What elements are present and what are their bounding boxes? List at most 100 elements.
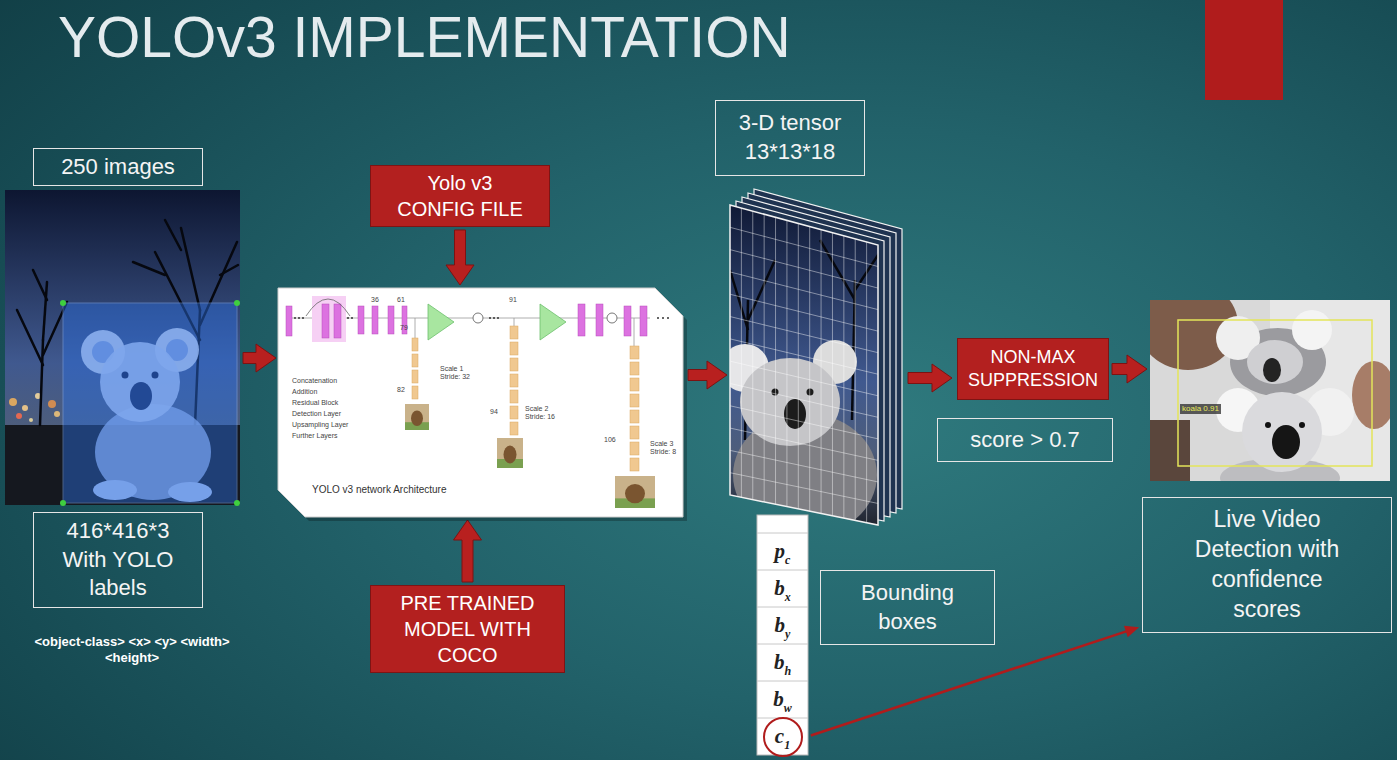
- accent-block: [1205, 0, 1283, 100]
- conv-layer: [322, 304, 329, 338]
- detection-layer: [630, 362, 639, 375]
- highlight-circle: [764, 718, 802, 756]
- grid-line: [752, 211, 753, 499]
- architecture-annotation: 94: [490, 408, 504, 416]
- conv-layer: [578, 304, 585, 336]
- label-handle: [60, 300, 66, 306]
- tree-branch: [165, 220, 181, 250]
- detection-layer: [510, 422, 518, 435]
- tree-branch: [33, 270, 47, 300]
- slide-title: YOLOv3 IMPLEMENTATION: [58, 6, 791, 69]
- grid-line: [730, 250, 878, 288]
- koala-nose: [1272, 425, 1300, 459]
- box-text: koala 0.91: [1180, 404, 1221, 414]
- caption-box: Bounding boxes: [820, 570, 995, 645]
- grid-line: [730, 294, 878, 331]
- grid-line: [730, 361, 878, 396]
- detection-layer: [630, 458, 639, 471]
- conv-layer: [596, 304, 603, 336]
- result-box: Live Video Detection with confidence sco…: [1142, 497, 1392, 633]
- person-hand: [1352, 361, 1390, 429]
- cell-divider: [757, 681, 808, 682]
- tree-branch: [40, 340, 43, 425]
- cell-divider: [757, 644, 808, 645]
- street-light: [29, 418, 33, 422]
- detection-layer: [630, 410, 639, 423]
- flow-connector: [454, 520, 482, 582]
- nms-box: NON-MAX SUPPRESSION: [957, 338, 1109, 400]
- grid-line: [741, 208, 742, 497]
- grid-line: [832, 233, 833, 516]
- tensor-stack: [720, 189, 902, 537]
- block-arrow: [454, 520, 482, 582]
- ellipsis-dot: [489, 317, 491, 319]
- conv-layer: [372, 306, 378, 334]
- detection-box: [1178, 320, 1372, 466]
- tree-branch: [133, 262, 165, 275]
- grid-line: [798, 223, 799, 508]
- sample-image: [411, 411, 423, 427]
- label-handle: [60, 500, 66, 506]
- vector-cell: bw: [757, 681, 808, 718]
- ellipsis-dot: [351, 317, 353, 319]
- koala-head: [1247, 340, 1303, 384]
- street-light: [16, 413, 22, 419]
- vector-cell: by: [757, 607, 808, 644]
- photo-sky: [5, 190, 240, 505]
- tensor-box: 3-D tensor 13*13*18: [715, 100, 865, 176]
- detection-layer: [510, 342, 518, 355]
- concat-node: [607, 313, 617, 323]
- tensor-front: [720, 195, 890, 537]
- architecture-annotation: Scale 2 Stride: 16: [525, 405, 557, 422]
- street-light: [54, 411, 60, 417]
- output-photo: koala 0.91: [1150, 300, 1390, 481]
- koala-head: [740, 358, 840, 446]
- street-light: [48, 400, 56, 408]
- upsample-layer: [428, 304, 454, 340]
- detection-layer: [510, 358, 518, 371]
- detection-layer: [510, 406, 518, 419]
- architecture-annotation: Further Layers: [292, 432, 362, 440]
- network-wire: [514, 318, 515, 326]
- conv-layer: [286, 306, 292, 336]
- cell-divider: [757, 533, 808, 534]
- label-handle: [234, 500, 240, 506]
- flow-connector: [446, 230, 474, 285]
- conv-layer: [624, 306, 631, 336]
- detection-layer: [412, 354, 418, 367]
- sample-image: [405, 404, 429, 430]
- label-box: [63, 303, 237, 503]
- tree-branch: [181, 228, 200, 310]
- network-wire: [634, 318, 635, 346]
- network-panel: YOLO v3 network Architecture: [278, 288, 683, 517]
- detection-layer: [412, 370, 418, 383]
- ellipsis-dot: [302, 317, 304, 319]
- architecture-annotation: 106: [604, 436, 622, 444]
- sample-image: [625, 484, 645, 503]
- vector-symbol: by: [775, 611, 791, 640]
- vector-cell: bx: [757, 570, 808, 607]
- cell-divider: [757, 570, 808, 571]
- architecture-annotation: Residual Block: [292, 399, 362, 407]
- detection-layer: [630, 394, 639, 407]
- config-box: Yolo v3 CONFIG FILE: [370, 165, 550, 227]
- grid-line: [730, 428, 878, 460]
- conv-layer: [640, 306, 647, 336]
- box-text: Yolo v3 CONFIG FILE: [393, 170, 527, 222]
- ellipsis-dot: [298, 317, 300, 319]
- pointer-line: [811, 631, 1129, 736]
- ellipsis-dot: [497, 317, 499, 319]
- koala-ear: [1292, 310, 1332, 350]
- grid-line: [821, 230, 822, 514]
- box-text: 3-D tensor 13*13*18: [724, 109, 856, 166]
- grid-line: [730, 406, 878, 439]
- grid-line: [775, 217, 776, 504]
- count-box: 250 images: [33, 148, 203, 186]
- concat-node: [473, 313, 483, 323]
- cell-divider: [757, 607, 808, 608]
- flow-arrow: [688, 361, 727, 389]
- upsample-layer: [540, 304, 566, 340]
- flow-arrow: [908, 364, 952, 392]
- ellipsis-dot: [347, 317, 349, 319]
- detection-layer: [630, 426, 639, 439]
